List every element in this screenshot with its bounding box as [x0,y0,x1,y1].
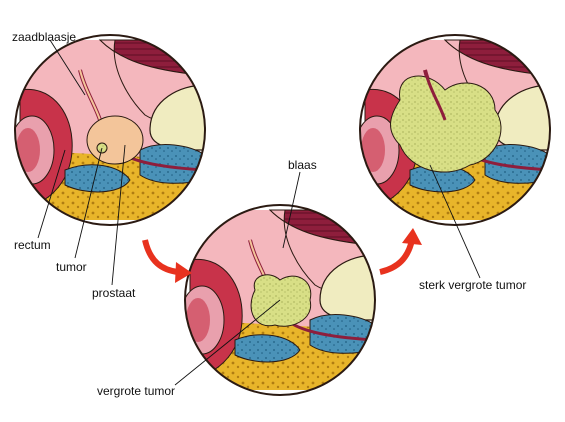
label-rectum: rectum [14,238,51,252]
label-enlarged-tumor: vergrote tumor [97,384,176,398]
leader-enlarged-tumor [174,299,281,386]
leader-lines [37,39,481,386]
leader-rectum [37,149,66,239]
label-bladder: blaas [288,158,317,172]
panel-enlarged-tumor [184,204,376,396]
arrow-2-to-3 [379,228,422,275]
leader-tumor [74,147,103,259]
leader-seminal-vesicle [49,39,86,96]
leader-prostate [111,144,126,286]
prostate-shape [86,115,144,165]
panel-small-tumor [14,34,206,226]
arrow-1-to-2 [142,239,192,283]
label-tumor: tumor [56,260,87,274]
greatly-enlarged-tumor-shape [390,75,502,173]
label-seminal-vesicle: zaadblaasje [12,30,77,44]
enlarged-tumor-shape [250,274,312,327]
label-greatly-enlarged-tumor: sterk vergrote tumor [419,278,527,292]
leader-bladder [282,171,301,249]
panel-greatly-enlarged-tumor [359,34,551,226]
label-prostate: prostaat [92,286,136,300]
leader-greatly-enlarged-tumor [429,164,481,279]
